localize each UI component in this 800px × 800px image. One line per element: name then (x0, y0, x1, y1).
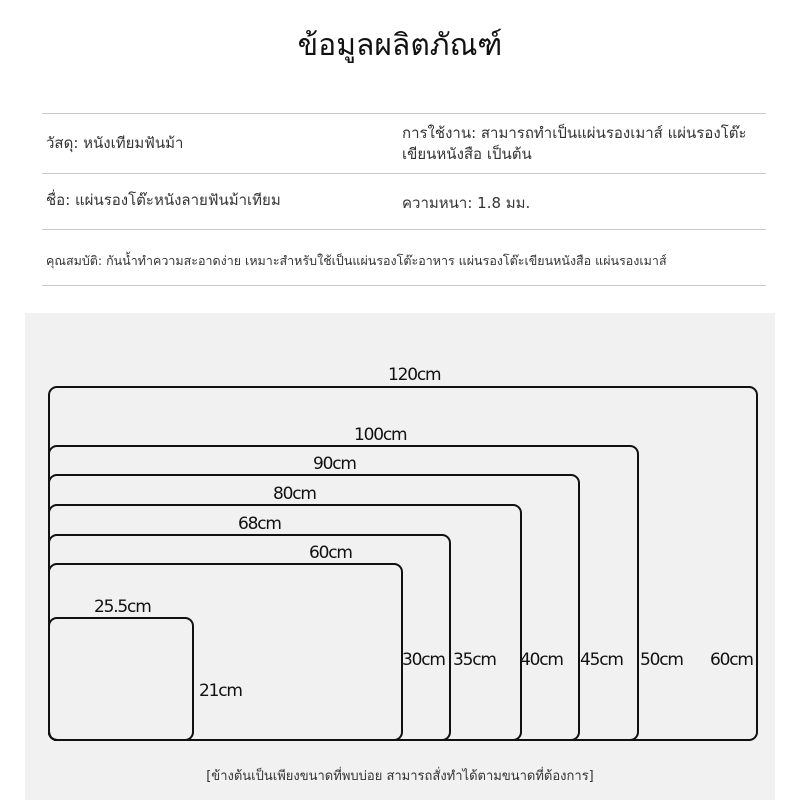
width-label-68: 68cm (238, 514, 282, 534)
height-label-30: 30cm (402, 650, 446, 670)
height-label-21: 21cm (199, 681, 243, 701)
height-label-60: 60cm (710, 650, 754, 670)
divider (42, 285, 766, 286)
page-title: ข้อมูลผลิตภัณฑ์ (297, 28, 503, 63)
divider (42, 173, 766, 174)
divider (42, 229, 766, 230)
width-label-60: 60cm (309, 543, 353, 563)
divider (42, 113, 766, 114)
width-label-80: 80cm (273, 484, 317, 504)
size-diagram-panel (25, 313, 775, 800)
spec-usage: การใช้งาน: สามารถทำเป็นแผ่นรองเมาส์ แผ่น… (402, 124, 747, 163)
spec-name: ชื่อ: แผ่นรองโต๊ะหนังลายฟันม้าเทียม (46, 191, 281, 209)
spec-thickness: ความหนา: 1.8 มม. (402, 194, 531, 212)
width-label-25.5: 25.5cm (94, 597, 152, 617)
height-label-40: 40cm (520, 650, 564, 670)
spec-material: วัสดุ: หนังเทียมฟันม้า (46, 134, 184, 152)
footer-note: [ข้างต้นเป็นเพียงขนาดที่พบบ่อย สามารถสั่… (206, 769, 594, 784)
spec-properties: คุณสมบัติ: กันน้ำทำความสะอาดง่าย เหมาะสำ… (46, 253, 667, 268)
height-label-45: 45cm (580, 650, 624, 670)
width-label-120: 120cm (388, 365, 442, 385)
height-label-50: 50cm (640, 650, 684, 670)
width-label-100: 100cm (354, 425, 408, 445)
size-frame-25.5x21 (48, 617, 194, 741)
height-label-35: 35cm (453, 650, 497, 670)
width-label-90: 90cm (313, 454, 357, 474)
